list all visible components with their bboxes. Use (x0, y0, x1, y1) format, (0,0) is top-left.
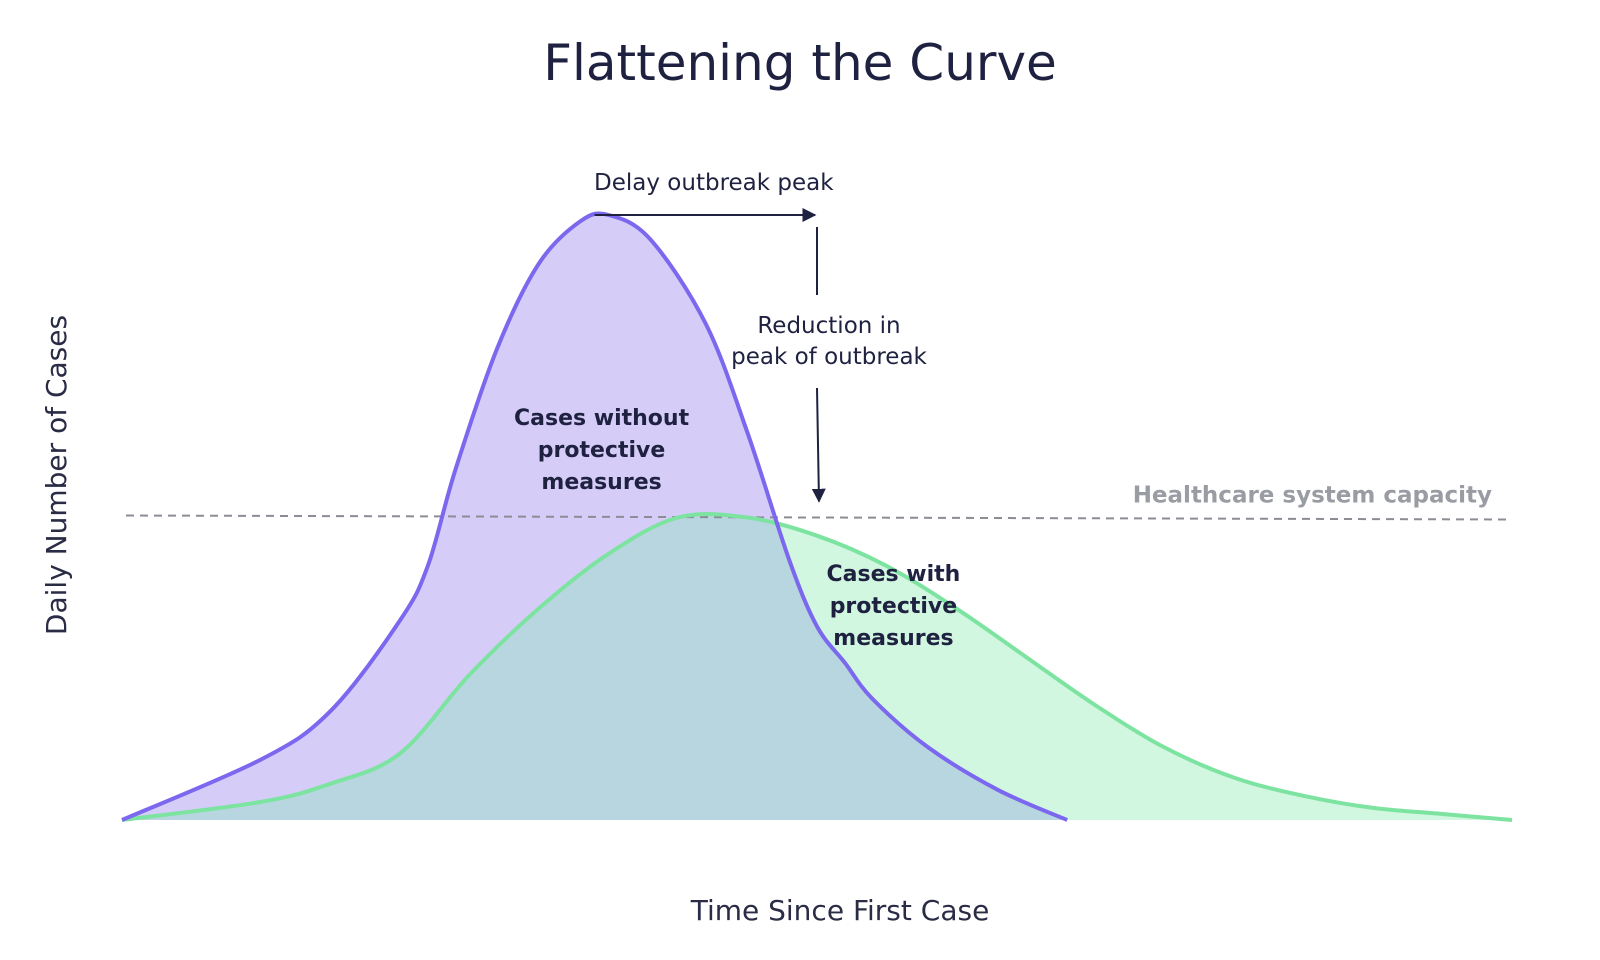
series-label-without-line-1: Cases without (514, 406, 690, 431)
x-axis-label: Time Since First Case (690, 894, 990, 927)
area-overlap (122, 514, 1068, 820)
series-lines (121, 211, 1513, 822)
capacity-label: Healthcare system capacity (1133, 483, 1492, 509)
reduction-arrow-bottom (811, 387, 826, 503)
delay-label: Delay outbreak peak (594, 170, 834, 196)
series-label-with-line-3: measures (833, 626, 953, 651)
reduction-label-line-1: Reduction in (757, 313, 900, 339)
chart-title: Flattening the Curve (543, 34, 1057, 92)
capacity-line (125, 514, 1513, 521)
line-without-measures (121, 211, 1068, 822)
line-with-measures (121, 512, 1513, 822)
reduction-label-line-2: peak of outbreak (731, 344, 927, 370)
series-label-with-line-2: protective (830, 594, 958, 619)
series-label-without-line-2: protective (538, 438, 666, 463)
series-label-without: Cases without protective measures (514, 406, 690, 495)
series-label-with-line-1: Cases with (827, 562, 961, 587)
series-label-with: Cases with protective measures (827, 562, 961, 651)
series-label-without-line-3: measures (541, 470, 661, 495)
y-axis-label: Daily Number of Cases (40, 315, 73, 635)
